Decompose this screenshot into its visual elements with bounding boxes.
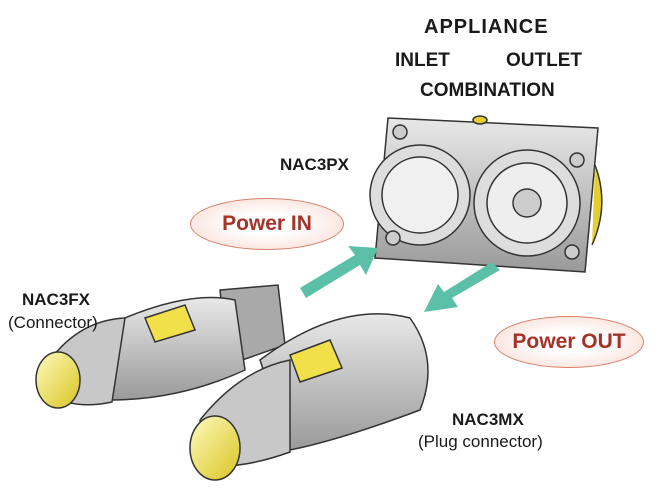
connector-description: (Connector) <box>8 313 98 332</box>
title-inlet: INLET <box>395 50 450 71</box>
title-combination: COMBINATION <box>420 80 555 101</box>
title-outlet: OUTLET <box>506 50 582 71</box>
power-out-label: Power OUT <box>494 316 644 368</box>
power-in-label: Power IN <box>190 198 344 250</box>
title-appliance: APPLIANCE <box>424 16 549 38</box>
plug-model: NAC3MX <box>452 410 524 429</box>
plug-description: (Plug connector) <box>418 432 543 451</box>
connector-model: NAC3FX <box>22 290 91 309</box>
power-out-arrow <box>424 262 500 312</box>
nac3mx-plug-image <box>189 313 429 481</box>
appliance-model: NAC3PX <box>280 155 349 174</box>
appliance-inlet-outlet-panel <box>369 115 603 273</box>
power-in-arrow <box>300 246 378 298</box>
